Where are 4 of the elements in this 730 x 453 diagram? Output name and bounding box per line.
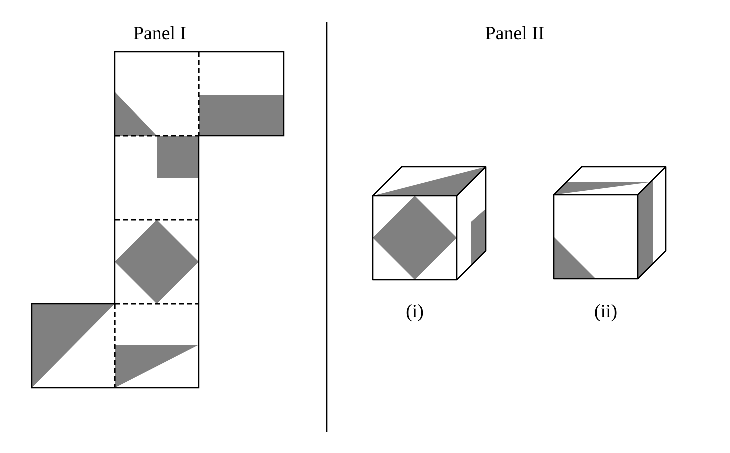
figure-label: (i) xyxy=(406,304,424,322)
figure-label: (ii) xyxy=(595,304,617,322)
panel-title: Panel II xyxy=(486,26,544,40)
panel-title: Panel I xyxy=(134,26,186,40)
